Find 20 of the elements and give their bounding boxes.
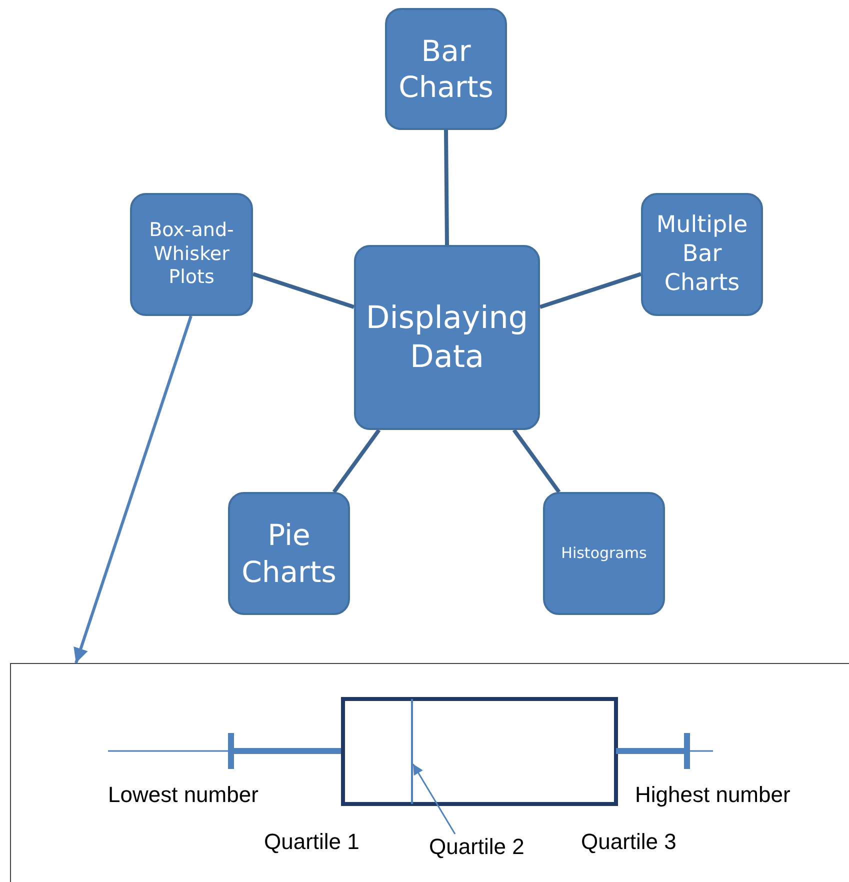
axis-label: Quartile 1 (264, 829, 360, 855)
axis-label: Quartile 3 (581, 829, 676, 855)
connector-line (539, 272, 642, 309)
connector-line (332, 428, 381, 494)
axis-label: Highest number (635, 782, 790, 808)
topic-box: Box-and-Whisker Plots (130, 193, 253, 316)
connector-line (512, 428, 561, 494)
topic-box: Bar Charts (385, 8, 507, 130)
leader-line (412, 764, 456, 834)
axis-label: Lowest number (108, 782, 258, 808)
topic-box: Displaying Data (354, 245, 540, 430)
connector-line (444, 130, 449, 246)
median-line (411, 699, 413, 804)
arrow (74, 316, 192, 664)
topic-box: Multiple Bar Charts (641, 193, 763, 316)
callout-label: Quartile 2 (429, 834, 524, 860)
box-plot-panel (10, 663, 849, 882)
connector-line (252, 272, 355, 309)
topic-box: Pie Charts (228, 492, 350, 615)
topic-box: Histograms (543, 492, 665, 615)
